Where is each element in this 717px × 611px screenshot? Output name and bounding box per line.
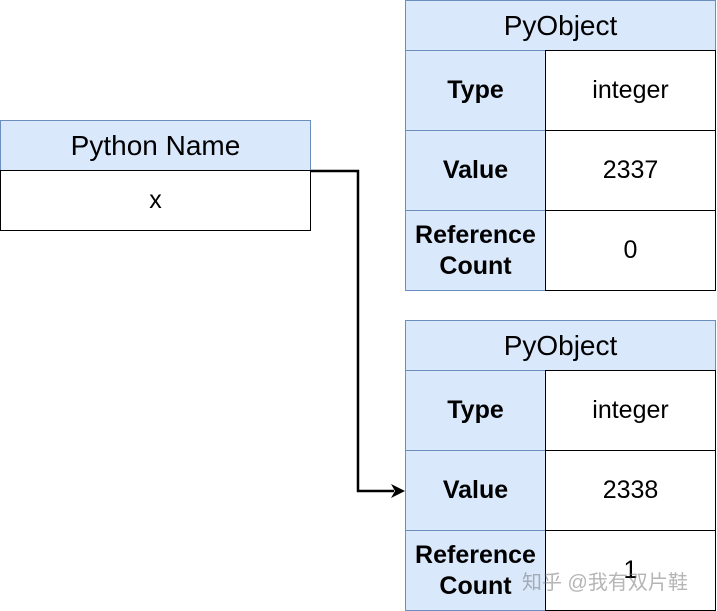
pyobject-1-header: PyObject — [405, 0, 716, 51]
pyobject-1-value-value: 2337 — [545, 130, 716, 211]
pyobject-2-refcount-value: 1 — [545, 530, 716, 611]
pyobject-2-type-label: Type — [405, 370, 546, 451]
pyobject-2-value-value-text: 2338 — [602, 476, 659, 504]
watermark: 知乎 @我有双片鞋 — [522, 572, 688, 594]
pyobject-1-refcount-label: Reference Count — [405, 210, 546, 291]
pyobject-1-refcount-value: 0 — [545, 210, 716, 291]
pyobject-2-value-label-text: Value — [442, 476, 509, 504]
reference-arrow-head — [391, 484, 405, 498]
pyobject-1-type-value-text: integer — [592, 76, 669, 104]
reference-arrow-line — [311, 169, 394, 493]
pyobject-2-refcount-label-text: Reference Count — [415, 540, 536, 600]
pyobject-1-value-label-text: Value — [442, 156, 509, 184]
python-name-title: Python Name — [70, 129, 241, 161]
pyobject-2-refcount-label: Reference Count — [405, 530, 546, 611]
pyobject-2-type-value: integer — [545, 370, 716, 451]
pyobject-2-value-value: 2338 — [545, 450, 716, 531]
pyobject-2-title: PyObject — [503, 329, 618, 361]
pyobject-2-value-label: Value — [405, 450, 546, 531]
python-name-header: Python Name — [0, 120, 311, 171]
pyobject-2-type-label-text: Type — [447, 396, 504, 424]
python-name-value-cell: x — [0, 170, 311, 231]
pyobject-2-refcount-value-text: 1 — [623, 556, 638, 584]
pyobject-1-refcount-label-text: Reference Count — [415, 220, 536, 280]
python-name-value: x — [149, 186, 162, 214]
pyobject-2-type-value-text: integer — [592, 396, 669, 424]
pyobject-1-refcount-value-text: 0 — [623, 236, 638, 264]
pyobject-1-type-label-text: Type — [447, 76, 504, 104]
pyobject-1-value-value-text: 2337 — [602, 156, 659, 184]
pyobject-1-title: PyObject — [503, 9, 618, 41]
pyobject-1-type-value: integer — [545, 50, 716, 131]
